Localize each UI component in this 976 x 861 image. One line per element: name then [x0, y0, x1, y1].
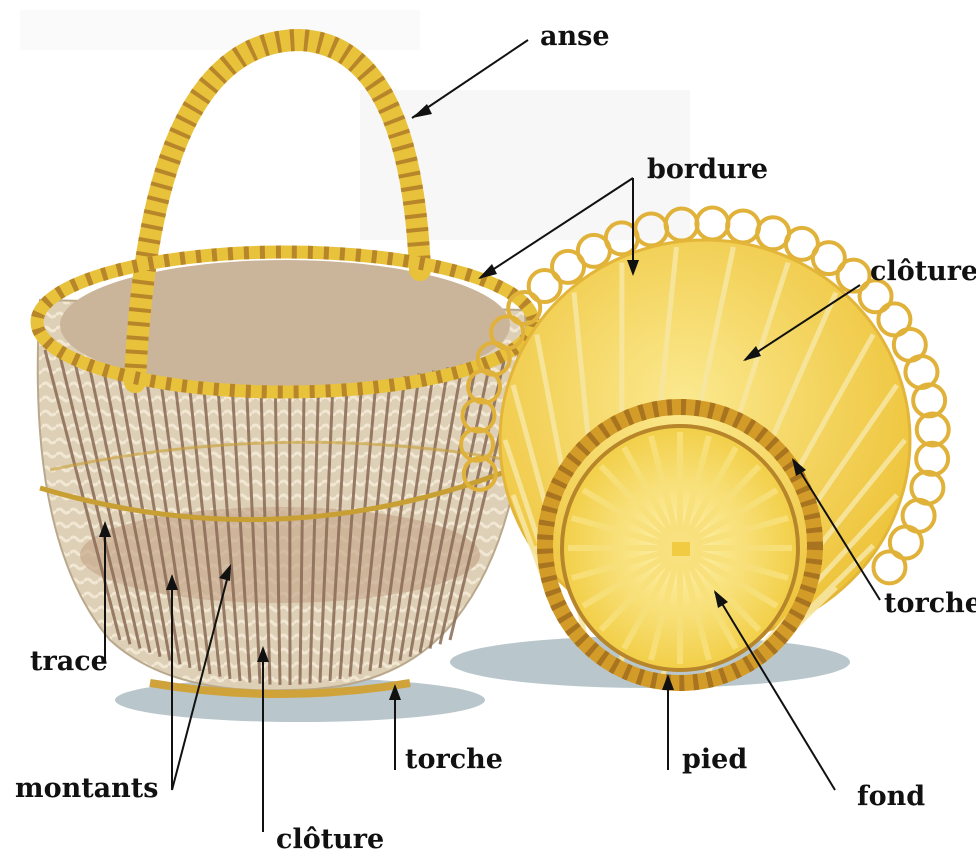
label-anse: anse [540, 21, 610, 52]
label-fond: fond [857, 781, 925, 812]
border-loop [913, 384, 945, 416]
label-bordure: bordure [647, 154, 768, 185]
label-pied: pied [682, 744, 747, 775]
label-cloture-right: clôture [870, 256, 976, 287]
label-torche-bottom: torche [405, 744, 503, 775]
label-cloture-bottom: clôture [276, 824, 384, 855]
border-loop [916, 443, 948, 475]
border-loop [727, 210, 759, 242]
label-montants: montants [15, 773, 158, 804]
border-loop [696, 208, 728, 240]
label-trace: trace [30, 646, 108, 677]
border-loop [873, 551, 905, 583]
border-loop [917, 413, 949, 445]
fond-center [672, 542, 690, 556]
label-torche-right: torche [884, 588, 976, 619]
